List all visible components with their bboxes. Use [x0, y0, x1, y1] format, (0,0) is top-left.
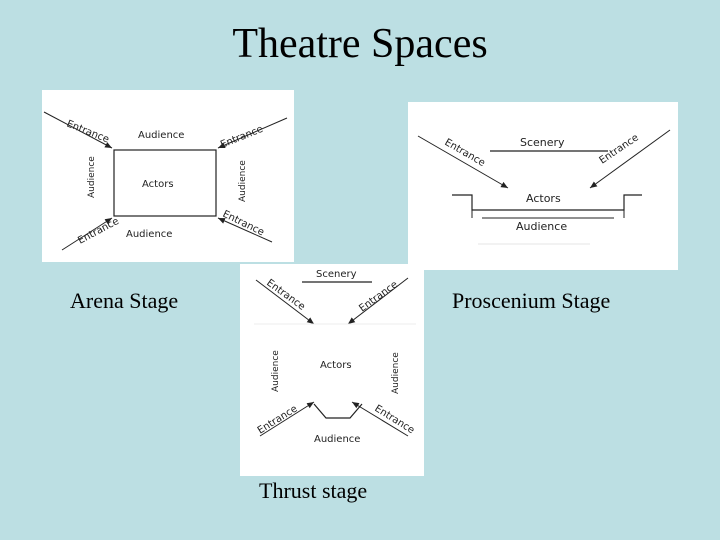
proscenium-entrance-arrow-left	[417, 135, 509, 189]
thrust-stage-svg: Scenery Actors Audience Audience Audienc…	[254, 269, 416, 445]
thrust-entrance-arrow-br	[351, 401, 409, 437]
arena-entrance-br: Entrance	[221, 209, 266, 239]
arena-entrance-arrow-br	[217, 217, 273, 243]
thrust-audience-left: Audience	[271, 350, 281, 392]
proscenium-entrance-arrow-right	[589, 129, 671, 189]
thrust-actors-label: Actors	[320, 360, 352, 371]
proscenium-stage-caption: Proscenium Stage	[452, 288, 611, 313]
slide-title: Theatre Spaces	[232, 21, 488, 67]
thrust-entrance-bl: Entrance	[256, 403, 300, 436]
proscenium-stage-diagram: Scenery Actors Audience Entrance Entranc…	[408, 102, 678, 270]
proscenium-arch	[452, 194, 642, 211]
arena-audience-bottom: Audience	[126, 229, 172, 240]
arena-stage-caption: Arena Stage	[70, 288, 179, 313]
proscenium-stage-svg: Scenery Actors Audience Entrance Entranc…	[417, 129, 671, 245]
thrust-entrance-arrow-tr	[347, 277, 409, 325]
arena-stage-svg: Audience Audience Audience Audience Acto…	[43, 111, 288, 251]
thrust-audience-bottom: Audience	[314, 434, 360, 445]
arena-entrance-bl: Entrance	[76, 216, 121, 247]
arena-stage-diagram: Audience Audience Audience Audience Acto…	[42, 90, 294, 262]
arena-entrance-arrow-tr	[217, 117, 288, 149]
arena-entrance-arrow-tl	[43, 111, 113, 149]
arena-entrance-tl: Entrance	[65, 119, 111, 146]
thrust-entrance-tl: Entrance	[264, 278, 307, 313]
thrust-entrance-br: Entrance	[372, 403, 416, 436]
proscenium-entrance-left: Entrance	[443, 137, 487, 169]
proscenium-actors-label: Actors	[526, 192, 561, 205]
thrust-scenery-label: Scenery	[316, 269, 357, 280]
arena-audience-left: Audience	[87, 156, 97, 198]
arena-actors-label: Actors	[142, 179, 174, 190]
thrust-audience-right: Audience	[391, 352, 401, 394]
arena-audience-top: Audience	[138, 130, 184, 141]
thrust-entrance-arrow-bl	[259, 401, 315, 437]
thrust-entrance-arrow-tl	[255, 279, 315, 325]
arena-entrance-tr: Entrance	[219, 124, 265, 151]
thrust-stage-diagram: Scenery Actors Audience Audience Audienc…	[240, 264, 424, 476]
proscenium-scenery-label: Scenery	[520, 136, 565, 149]
thrust-stage-caption: Thrust stage	[259, 478, 368, 503]
arena-audience-right: Audience	[238, 160, 248, 202]
proscenium-entrance-right: Entrance	[598, 132, 641, 166]
arena-actors-box	[113, 149, 217, 217]
thrust-stage-front	[313, 403, 363, 419]
arena-entrance-arrow-bl	[61, 217, 113, 251]
thrust-entrance-tr: Entrance	[357, 279, 400, 314]
proscenium-audience-label: Audience	[516, 220, 567, 233]
